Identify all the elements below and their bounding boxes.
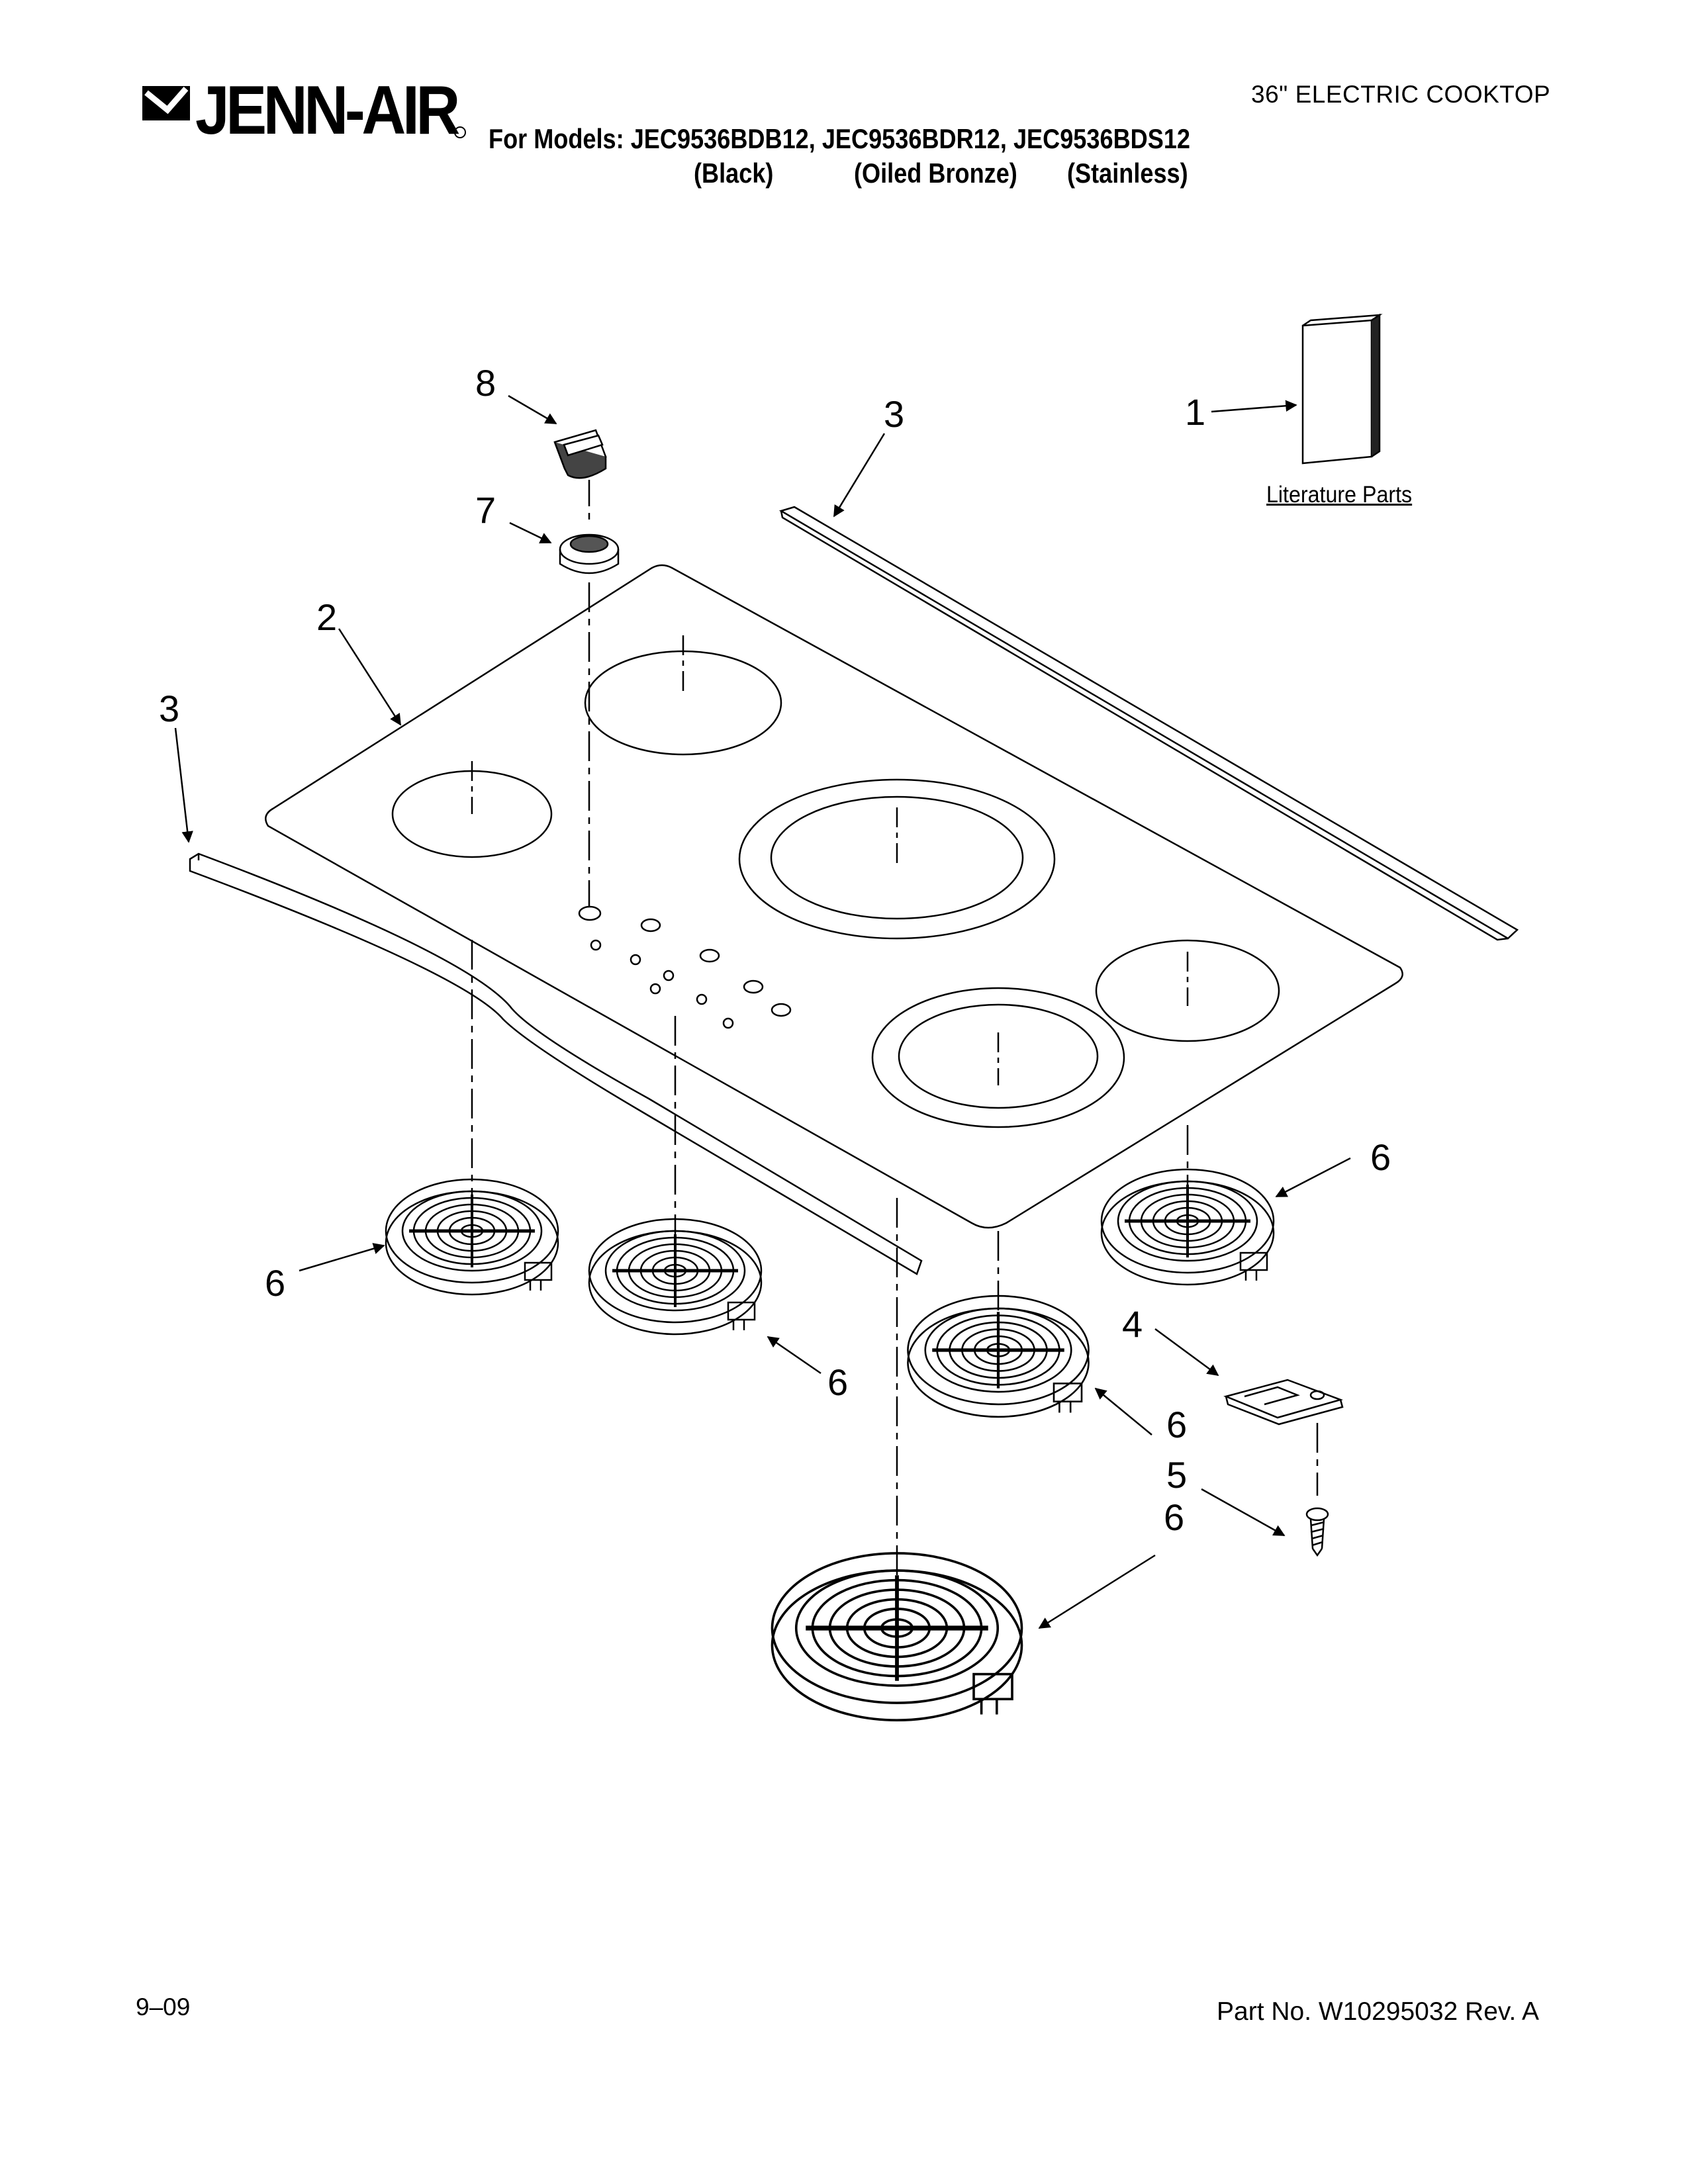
callout-6-left: 6 [265, 1262, 285, 1304]
svg-text:JENN-AIR: JENN-AIR [195, 74, 459, 147]
callout-6-center: 6 [1166, 1404, 1187, 1445]
mounting-bracket [1223, 1379, 1344, 1426]
jenn-air-logo: JENN-AIR [142, 74, 466, 147]
callout-4: 4 [1122, 1303, 1143, 1345]
footer-date: 9–09 [136, 1993, 191, 2021]
callout-3-front: 3 [159, 688, 179, 729]
control-knob [553, 429, 607, 479]
callout-2: 2 [316, 596, 337, 638]
rear-trim [778, 506, 1519, 941]
literature-parts-label: Literature Parts [1266, 482, 1413, 508]
variant-oiled-bronze: (Oiled Bronze) [854, 158, 1017, 189]
callout-6-large: 6 [1164, 1496, 1184, 1538]
surface-element-right [1102, 1169, 1274, 1285]
callout-1: 1 [1185, 391, 1205, 433]
callout-7: 7 [475, 489, 496, 531]
literature-parts-booklet [1301, 313, 1383, 465]
callout-6-right: 6 [1370, 1136, 1391, 1178]
models-line: For Models: JEC9536BDB12, JEC9536BDR12, … [489, 123, 1191, 154]
footer-part-number: Part No. W10295032 Rev. A [1217, 1997, 1540, 2026]
surface-element-left [386, 1179, 558, 1295]
mounting-screw [1305, 1507, 1329, 1557]
glass-cooktop [265, 564, 1403, 1229]
document-type: 36" ELECTRIC COOKTOP [1251, 81, 1551, 108]
callout-6-center-left: 6 [827, 1361, 848, 1403]
surface-burner-outlines [391, 650, 1280, 1128]
callout-8: 8 [475, 362, 496, 404]
surface-element-center [908, 1296, 1089, 1417]
control-dots [578, 905, 792, 1029]
surface-element-center-left [589, 1219, 761, 1334]
callout-3-rear: 3 [884, 393, 904, 435]
callout-5: 5 [1166, 1454, 1187, 1496]
surface-element-large [773, 1553, 1022, 1720]
variant-stainless: (Stainless) [1067, 158, 1188, 189]
knob-bezel [559, 533, 620, 574]
variant-black: (Black) [694, 158, 774, 189]
front-trim [189, 852, 923, 1275]
